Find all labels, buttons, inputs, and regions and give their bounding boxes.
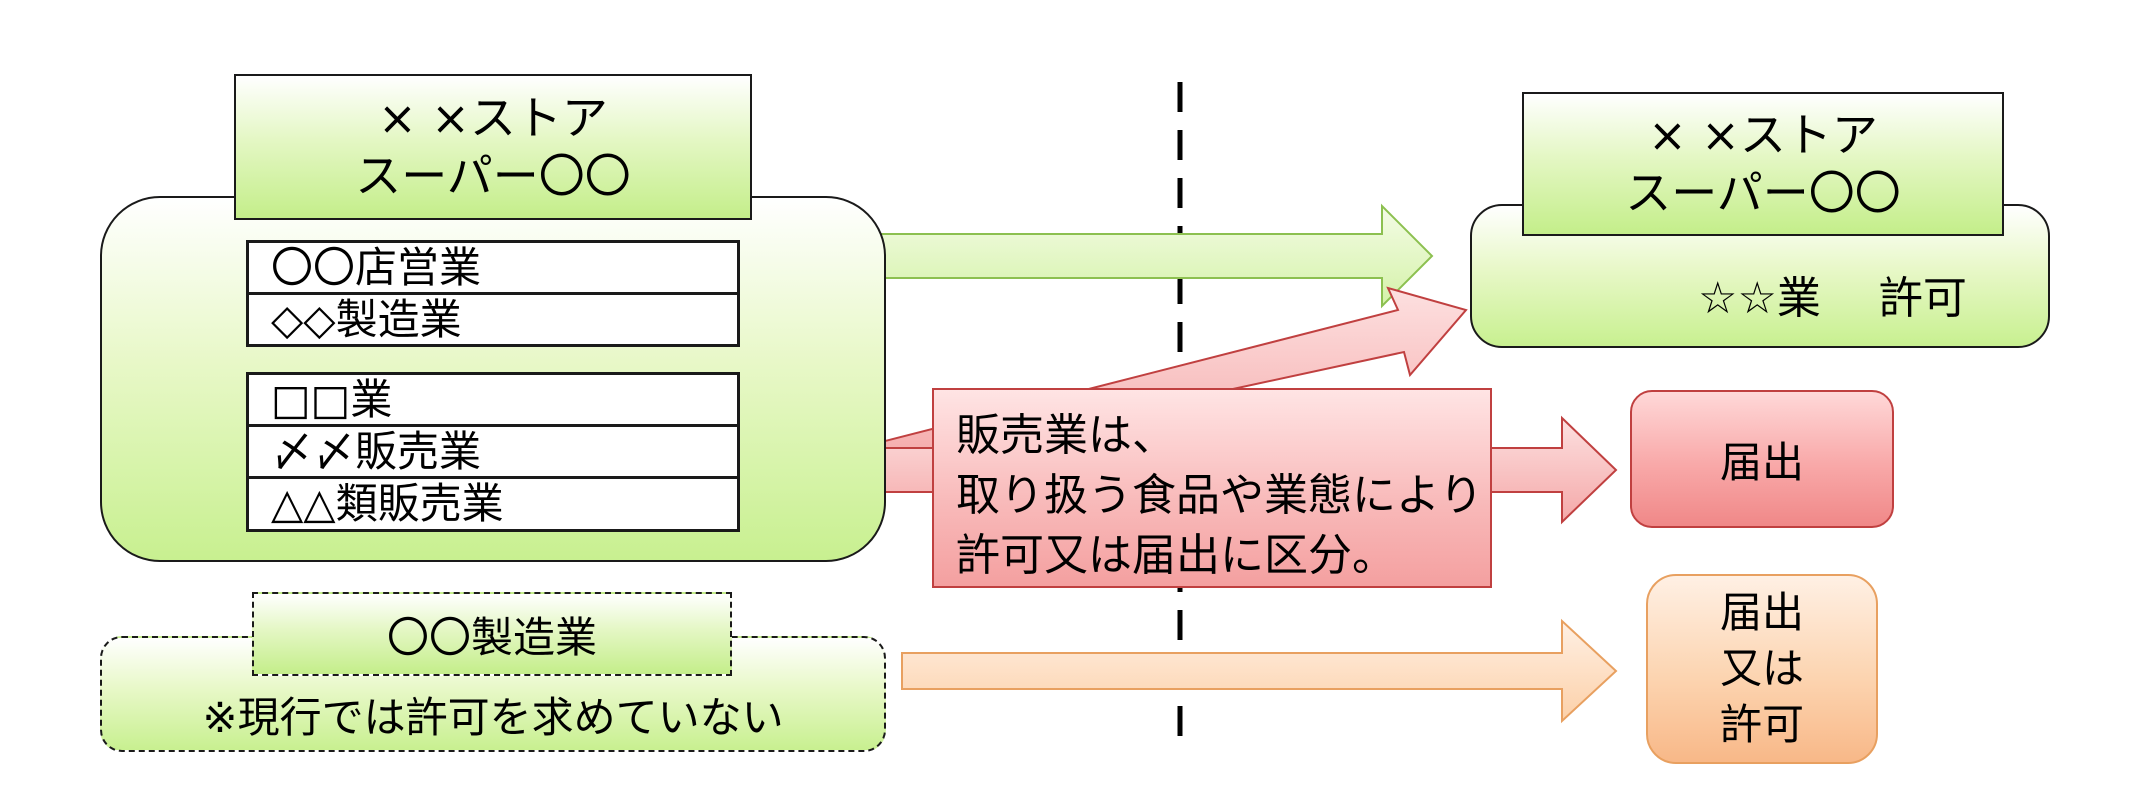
future-status-line: 届出 bbox=[1719, 588, 1804, 637]
right-store-title-line1: × ×ストア bbox=[1648, 108, 1878, 162]
unlicensed-label-box: 〇〇製造業 bbox=[252, 592, 732, 676]
license-item: ◇◇製造業 bbox=[271, 295, 462, 344]
note-line: 許可又は届出に区分。 bbox=[956, 530, 1396, 581]
right-store-title-line2: スーパー〇〇 bbox=[1625, 166, 1901, 220]
future-status-line: 又は bbox=[1719, 644, 1804, 693]
license-table-upper: 〇〇店営業 ◇◇製造業 bbox=[246, 240, 740, 347]
arrow-to-future bbox=[901, 618, 1618, 724]
unlicensed-note: ※現行では許可を求めていない bbox=[202, 693, 784, 742]
left-store-title-line1: × ×ストア bbox=[378, 91, 608, 145]
notification-label: 届出 bbox=[1719, 437, 1804, 487]
future-status-line: 許可 bbox=[1719, 700, 1804, 749]
license-table-sales: □□業 〆〆販売業 △△類販売業 bbox=[246, 372, 740, 532]
unlicensed-label: 〇〇製造業 bbox=[386, 612, 597, 662]
arrow-to-permit-green bbox=[821, 203, 1434, 309]
license-item: □□業 bbox=[249, 375, 737, 427]
license-item: 〇〇店営業 bbox=[249, 243, 737, 295]
note-line: 販売業は、 bbox=[956, 410, 1176, 461]
license-item: 〆〆販売業 bbox=[249, 427, 737, 479]
left-store-title-line2: スーパー〇〇 bbox=[355, 149, 631, 203]
license-item: △△類販売業 bbox=[271, 479, 504, 528]
permit-label: ☆☆業 許可 bbox=[1698, 273, 1967, 324]
sales-explanation-note: 販売業は、 取り扱う食品や業態により 許可又は届出に区分。 bbox=[932, 388, 1492, 588]
right-store-title: × ×ストア スーパー〇〇 bbox=[1522, 92, 2004, 236]
future-status-box: 届出 又は 許可 bbox=[1646, 574, 1878, 764]
notification-box: 届出 bbox=[1630, 390, 1894, 528]
left-store-title: × ×ストア スーパー〇〇 bbox=[234, 74, 752, 220]
note-line: 取り扱う食品や業態により bbox=[956, 470, 1484, 521]
